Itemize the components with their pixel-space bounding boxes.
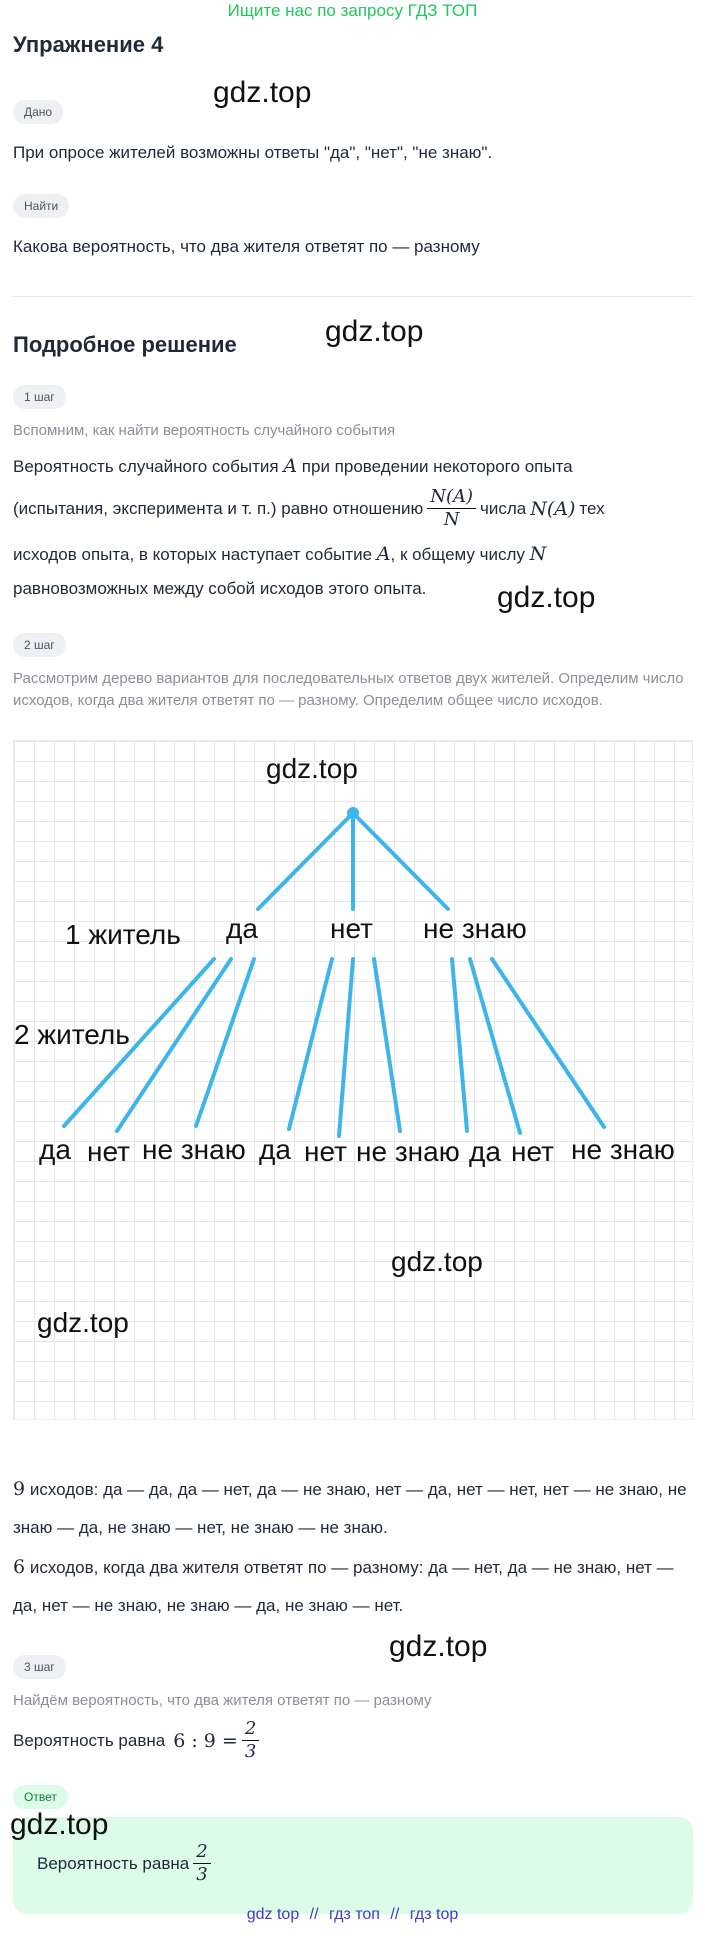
tree-edge [490, 957, 606, 1129]
tree-level2-no: нет [87, 1136, 130, 1167]
watermark: gdz.top [497, 581, 596, 614]
tree-level2-no: нет [304, 1136, 347, 1167]
fraction-numerator: N(A) [427, 486, 477, 509]
fraction-na-n: N(A) N [427, 486, 477, 531]
step3-pill: 3 шаг [13, 1655, 66, 1679]
watermark: gdz.top [389, 1630, 488, 1663]
footer-link-gdz-top-mixed[interactable]: гдз top [409, 1906, 459, 1923]
fraction-numerator: 2 [241, 1718, 260, 1741]
tree-label-resident-2: 2 житель [14, 1019, 130, 1050]
step1-line3: исходов опыта, в которых наступает событ… [13, 540, 693, 569]
exercise-title: Упражнение 4 [13, 32, 164, 57]
step1-pill: 1 шаг [13, 385, 66, 409]
tree-level2-yes: да [39, 1134, 71, 1165]
tree-level1-no: нет [330, 913, 373, 944]
tree-edge [372, 957, 402, 1133]
watermark: gdz.top [10, 1808, 109, 1841]
total-count: 9 [13, 1478, 26, 1500]
fraction-denominator: 3 [244, 1741, 257, 1762]
tree-level2-dontknow: не знаю [356, 1136, 460, 1167]
step2-hint: Рассмотрим дерево вариантов для последов… [13, 670, 684, 709]
tree-label-resident-1: 1 житель [65, 919, 181, 950]
step1-text-1: Вероятность случайного события [13, 457, 279, 476]
solution-title: Подробное решение [13, 332, 237, 357]
tree-root-node [347, 807, 359, 819]
given-pill: Дано [13, 100, 64, 124]
step1-text-4: числа [480, 498, 527, 518]
step1-text-7: , к общему числу [390, 545, 525, 564]
step3-expression: 6 : 9 = [173, 1729, 238, 1752]
footer-link-gdz-top-ru[interactable]: гдз топ [329, 1906, 380, 1923]
watermark: gdz.top [325, 315, 424, 348]
math-na: N(A) [530, 497, 576, 520]
answer-pill-wrap: Ответ [13, 1785, 68, 1809]
tree-edge [351, 811, 450, 911]
tree-edge [468, 957, 522, 1135]
tree-edge [115, 957, 233, 1133]
tree-level1-yes: да [226, 913, 258, 944]
tree-level2-dontknow: не знаю [571, 1134, 675, 1165]
tree-level2-yes: да [469, 1136, 501, 1167]
step2-pill-wrap: 2 шаг [13, 633, 66, 657]
find-pill: Найти [13, 194, 70, 218]
step3-text: Вероятность равна [13, 1730, 166, 1750]
tree-lines [62, 807, 606, 1138]
answer-box: Вероятность равна 2 3 [13, 1817, 693, 1914]
find-pill-wrap: Найти [13, 194, 70, 218]
tree-edge [62, 957, 216, 1128]
tree-edge [194, 957, 256, 1128]
step3-hint: Найдём вероятность, что два жителя ответ… [13, 1692, 432, 1709]
different-count: 6 [13, 1556, 26, 1578]
fraction-two-thirds: 2 3 [241, 1718, 260, 1763]
watermark: gdz.top [37, 1307, 129, 1338]
different-text: исходов, когда два жителя ответят по — р… [13, 1558, 674, 1615]
tree-edge [450, 957, 469, 1133]
answer-fraction: 2 3 [193, 1841, 211, 1886]
tree-level1-dontknow: не знаю [423, 913, 527, 944]
tree-level2-dontknow: не знаю [142, 1134, 246, 1165]
step1-hint: Вспомним, как найти вероятность случайно… [13, 422, 396, 439]
fraction-denominator: 3 [196, 1864, 208, 1885]
find-text: Какова вероятность, что два жителя ответ… [13, 237, 480, 256]
divider [13, 296, 693, 297]
watermark: gdz.top [266, 753, 358, 784]
step1-text-3: (испытания, эксперимента и т. п.) равно … [13, 498, 424, 518]
tree-level2-no: нет [511, 1136, 554, 1167]
tree-level2-yes: да [259, 1134, 291, 1165]
watermark: gdz.top [391, 1246, 483, 1277]
step3-result: Вероятность равна 6 : 9 = 2 3 [13, 1718, 693, 1763]
tree-edge [256, 811, 355, 911]
step2-total: 9 исходов: да — да, да — нет, да — не зн… [13, 1470, 693, 1547]
step1-text-5: тех [579, 498, 605, 518]
step1-line2: (испытания, эксперимента и т. п.) равно … [13, 486, 693, 531]
fraction-denominator: N [443, 509, 460, 530]
watermark: gdz.top [213, 76, 312, 109]
step1-line1: Вероятность случайного события A при про… [13, 452, 693, 481]
step2-different: 6 исходов, когда два жителя ответят по —… [13, 1548, 693, 1625]
given-pill-wrap: Дано [13, 100, 64, 124]
footer-separator: // [390, 1906, 400, 1923]
answer-text: Вероятность равна [37, 1853, 190, 1873]
step1-text-2: при проведении некоторого опыта [301, 457, 573, 476]
footer-links: gdz top // гдз топ // гдз top [0, 1906, 705, 1924]
step1-pill-wrap: 1 шаг [13, 385, 66, 409]
step3-pill-wrap: 3 шаг [13, 1655, 66, 1679]
math-var-n: N [529, 543, 547, 565]
top-banner[interactable]: Ищите нас по запросу ГДЗ ТОП [227, 1, 478, 20]
given-text: При опросе жителей возможны ответы "да",… [13, 143, 493, 162]
footer-link-gdz-top[interactable]: gdz top [246, 1906, 300, 1923]
fraction-numerator: 2 [193, 1841, 211, 1864]
step1-text-8: равновозможных между собой исходов этого… [13, 579, 427, 598]
tree-edge [337, 957, 355, 1138]
step1-text-6: исходов опыта, в которых наступает событ… [13, 545, 373, 564]
math-var-a: A [376, 543, 391, 565]
tree-edge [287, 957, 334, 1131]
math-var-a: A [283, 455, 298, 477]
answer-pill: Ответ [13, 1785, 68, 1809]
total-text: исходов: да — да, да — нет, да — не знаю… [13, 1480, 687, 1537]
step2-pill: 2 шаг [13, 633, 66, 657]
footer-separator: // [309, 1906, 319, 1923]
tree-diagram: gdz.top 1 житель 2 житель да нет не знаю… [13, 740, 693, 1420]
answer-content: Вероятность равна 2 3 [37, 1841, 215, 1886]
